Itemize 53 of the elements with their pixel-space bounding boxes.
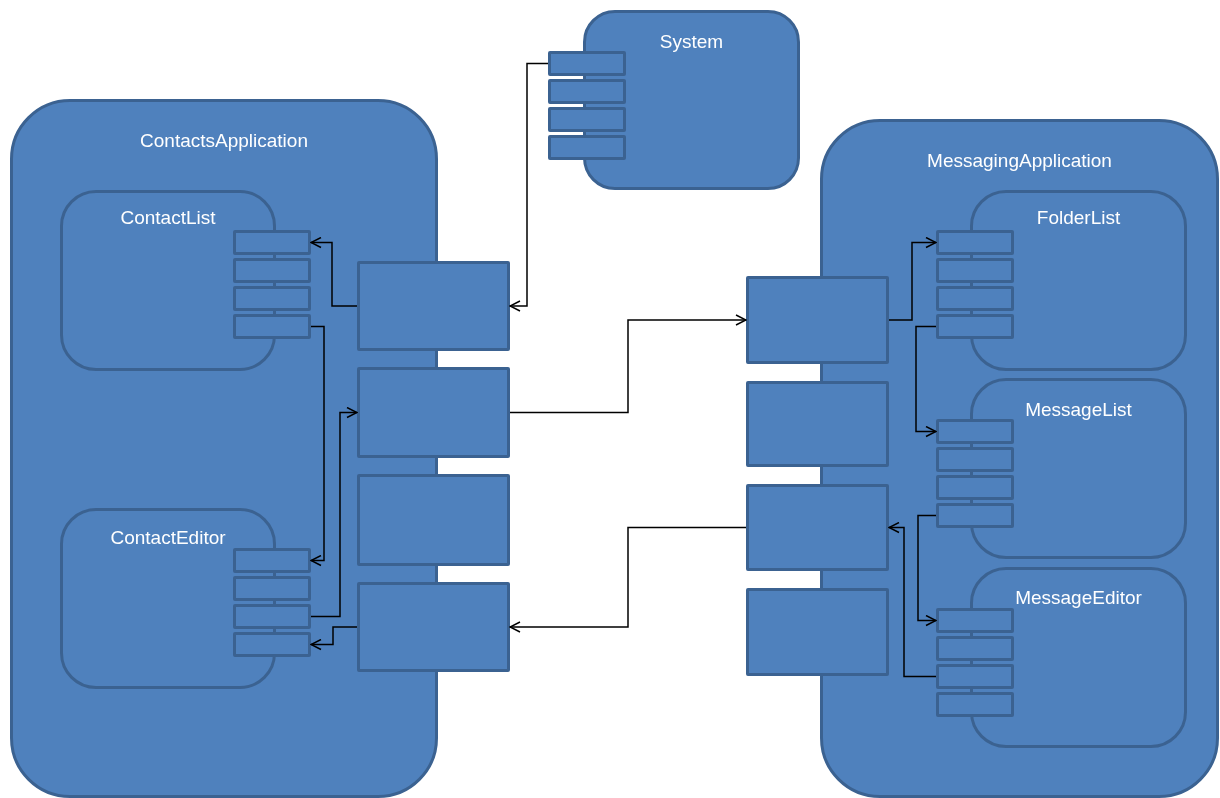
- port-box: [936, 447, 1014, 472]
- connector-arrow: [888, 521, 937, 678]
- port-box: [357, 582, 510, 672]
- port-box: [936, 258, 1014, 283]
- port-box: [746, 588, 889, 676]
- port-box: [233, 632, 311, 657]
- port-box: [548, 79, 626, 104]
- port-box: [936, 664, 1014, 689]
- connector-arrow: [915, 325, 937, 438]
- connector-arrow: [310, 236, 358, 307]
- component-box: [10, 99, 438, 798]
- port-box: [936, 230, 1014, 255]
- connector-arrow: [509, 62, 549, 312]
- port-box: [936, 608, 1014, 633]
- port-box: [548, 135, 626, 160]
- component-name: System: [658, 31, 725, 53]
- component-name: ContactsApplication: [139, 130, 309, 152]
- port-box: [357, 474, 510, 566]
- connector-arrow: [917, 514, 937, 627]
- connector-arrow: [509, 526, 747, 633]
- component-name: FolderList: [1035, 207, 1122, 229]
- port-box: [233, 314, 311, 339]
- component-name: ContactList: [119, 207, 217, 229]
- port-box: [548, 107, 626, 132]
- port-box: [936, 636, 1014, 661]
- port-box: [936, 503, 1014, 528]
- port-box: [233, 258, 311, 283]
- port-box: [233, 604, 311, 629]
- port-box: [548, 51, 626, 76]
- port-box: [233, 230, 311, 255]
- port-box: [233, 286, 311, 311]
- port-box: [746, 276, 889, 364]
- connector-arrow: [509, 314, 747, 414]
- component-name: MessagingApplication: [926, 150, 1113, 172]
- port-box: [936, 314, 1014, 339]
- port-box: [233, 576, 311, 601]
- port-box: [746, 484, 889, 571]
- port-box: [233, 548, 311, 573]
- port-box: [936, 286, 1014, 311]
- component-name: MessageEditor: [1014, 587, 1143, 609]
- connector-arrow: [310, 325, 325, 567]
- port-box: [357, 367, 510, 458]
- connector-arrow: [310, 406, 358, 618]
- component-box: [820, 119, 1219, 798]
- port-box: [357, 261, 510, 351]
- connector-arrow: [888, 236, 937, 321]
- component-name: ContactEditor: [109, 527, 227, 549]
- port-box: [936, 475, 1014, 500]
- connector-arrow: [310, 626, 358, 651]
- port-box: [936, 419, 1014, 444]
- component-name: MessageList: [1024, 399, 1133, 421]
- port-box: [746, 381, 889, 467]
- port-box: [936, 692, 1014, 717]
